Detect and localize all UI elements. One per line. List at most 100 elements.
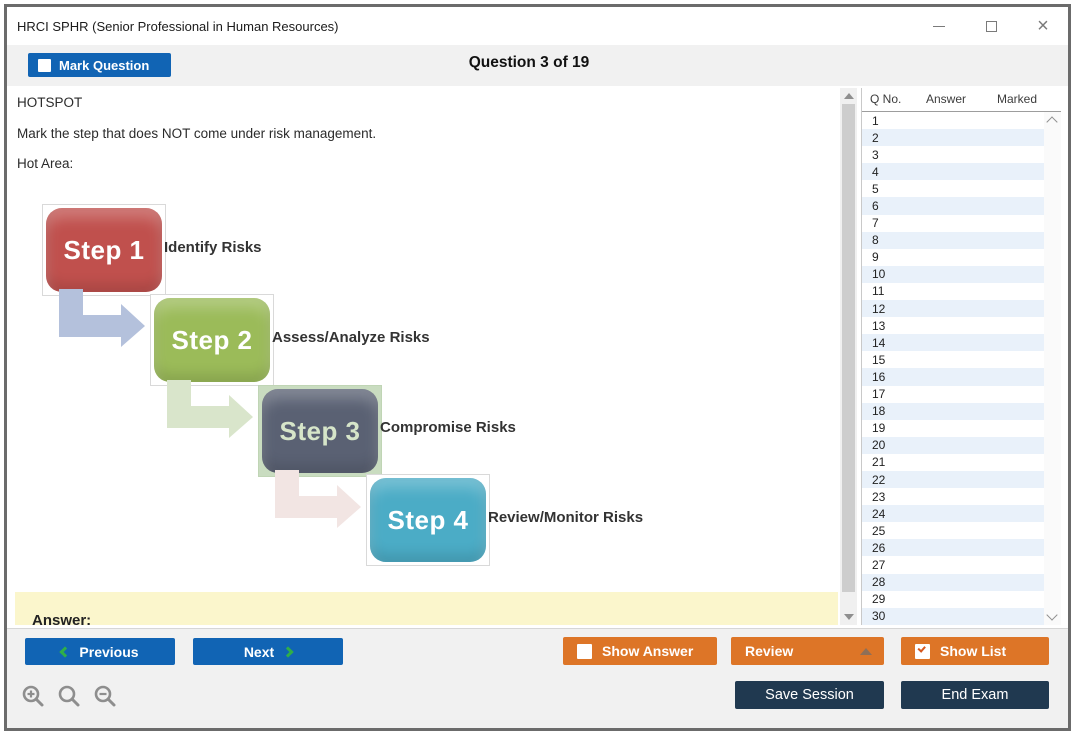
step-3-label: Step 3 [279, 415, 361, 446]
question-list-row[interactable]: 11 [862, 282, 1045, 301]
row-question-number: 29 [872, 592, 886, 607]
row-question-number: 13 [872, 318, 886, 333]
row-question-number: 17 [872, 387, 886, 402]
row-question-number: 5 [872, 181, 879, 196]
question-list-row[interactable]: 18 [862, 402, 1045, 420]
question-list-row[interactable]: 28 [862, 573, 1045, 591]
question-list-header: Q No. Answer Marked [862, 88, 1061, 112]
window-controls: × [929, 15, 1053, 37]
question-list-row[interactable]: 7 [862, 214, 1045, 232]
triangle-up-icon [860, 648, 872, 655]
row-question-number: 2 [872, 130, 879, 145]
next-button[interactable]: Next [193, 638, 343, 665]
question-list-row[interactable]: 8 [862, 231, 1045, 249]
column-marked: Marked [997, 92, 1038, 106]
save-session-button[interactable]: Save Session [735, 681, 884, 709]
question-list-row[interactable]: 4 [862, 163, 1045, 181]
question-list-row[interactable]: 21 [862, 453, 1045, 471]
question-list-row[interactable]: 10 [862, 265, 1045, 283]
show-answer-button[interactable]: Show Answer [563, 637, 717, 665]
top-bar: Mark Question Question 3 of 19 [7, 45, 1068, 86]
question-list-row[interactable]: 12 [862, 300, 1045, 318]
step-3-box: Step 3 [262, 389, 378, 473]
save-session-label: Save Session [765, 687, 854, 703]
end-exam-button[interactable]: End Exam [901, 681, 1049, 709]
row-question-number: 22 [872, 472, 886, 487]
zoom-out-icon[interactable] [92, 683, 118, 709]
review-button[interactable]: Review [731, 637, 884, 665]
end-exam-label: End Exam [941, 687, 1009, 703]
question-list-row[interactable]: 19 [862, 419, 1045, 437]
question-list-row[interactable]: 25 [862, 522, 1045, 540]
show-list-button[interactable]: Show List [901, 637, 1049, 665]
window-title: HRCI SPHR (Senior Professional in Human … [17, 19, 339, 34]
question-list-row[interactable]: 22 [862, 470, 1045, 489]
question-list-row[interactable]: 2 [862, 129, 1045, 147]
close-icon: × [1037, 15, 1049, 37]
question-list-row[interactable]: 27 [862, 556, 1045, 574]
arrow-step2-to-step3 [167, 380, 253, 438]
row-question-number: 8 [872, 233, 879, 248]
question-list-row[interactable]: 15 [862, 351, 1045, 369]
question-list-row[interactable]: 1 [862, 112, 1045, 130]
step-2-hotspot[interactable]: Step 2 [150, 294, 274, 386]
scroll-down-icon[interactable] [844, 614, 854, 620]
zoom-reset-icon[interactable] [56, 683, 82, 709]
zoom-in-icon[interactable] [20, 683, 46, 709]
question-list-row[interactable]: 20 [862, 436, 1045, 454]
main-scrollbar[interactable] [840, 88, 857, 625]
column-answer: Answer [926, 92, 967, 106]
show-list-label: Show List [940, 643, 1007, 659]
list-scroll-down-icon[interactable] [1046, 609, 1058, 621]
row-question-number: 28 [872, 575, 886, 590]
question-list-row[interactable]: 3 [862, 146, 1045, 164]
row-question-number: 19 [872, 421, 886, 436]
zoom-toolbar [20, 683, 118, 709]
question-list-row[interactable]: 9 [862, 248, 1045, 266]
question-list-row[interactable]: 5 [862, 180, 1045, 198]
mark-question-label: Mark Question [59, 57, 150, 73]
step-3-caption: Compromise Risks [380, 419, 516, 436]
question-list-row[interactable]: 14 [862, 334, 1045, 352]
close-button[interactable]: × [1033, 16, 1053, 36]
question-list-row[interactable]: 6 [862, 197, 1045, 215]
step-1-hotspot[interactable]: Step 1 [42, 204, 166, 296]
hot-area-label: Hot Area: [17, 156, 74, 171]
row-question-number: 3 [872, 147, 879, 162]
show-list-checkbox[interactable] [915, 643, 930, 659]
title-bar: HRCI SPHR (Senior Professional in Human … [7, 7, 1068, 45]
step-2-box: Step 2 [154, 298, 270, 382]
maximize-button[interactable] [981, 16, 1001, 36]
question-list-row[interactable]: 16 [862, 368, 1045, 386]
row-question-number: 20 [872, 438, 886, 453]
step-4-hotspot[interactable]: Step 4 [366, 474, 490, 566]
step-2-label: Step 2 [171, 324, 253, 355]
column-qno: Q No. [870, 92, 902, 106]
row-question-number: 4 [872, 164, 879, 179]
answer-label: Answer: [32, 612, 92, 625]
step-3-hotspot[interactable]: Step 3 [258, 385, 382, 477]
question-list-row[interactable]: 30 [862, 607, 1045, 625]
row-question-number: 30 [872, 609, 886, 624]
scroll-up-icon[interactable] [844, 93, 854, 99]
check-icon [917, 643, 926, 652]
minimize-button[interactable] [929, 16, 949, 36]
list-scroll-up-icon[interactable] [1046, 116, 1058, 128]
question-list-row[interactable]: 23 [862, 488, 1045, 506]
mark-question-checkbox[interactable] [38, 58, 51, 72]
question-list-row[interactable]: 24 [862, 505, 1045, 523]
arrow-step1-to-step2 [59, 289, 145, 347]
row-question-number: 16 [872, 369, 886, 384]
question-content: HOTSPOT Mark the step that does NOT come… [7, 86, 840, 628]
previous-button[interactable]: Previous [25, 638, 175, 665]
question-list-row[interactable]: 26 [862, 539, 1045, 557]
question-list-row[interactable]: 17 [862, 385, 1045, 403]
show-answer-checkbox[interactable] [577, 643, 592, 659]
question-list-row[interactable]: 29 [862, 590, 1045, 608]
main-scrollbar-thumb[interactable] [842, 104, 855, 592]
mark-question-button[interactable]: Mark Question [28, 53, 171, 77]
question-list-scrollbar[interactable] [1044, 112, 1061, 625]
question-prompt: Mark the step that does NOT come under r… [17, 126, 377, 141]
question-list-row[interactable]: 13 [862, 317, 1045, 335]
question-list-panel: Q No. Answer Marked 1 2 3 4 5 6 7 8 9 10… [861, 88, 1061, 625]
